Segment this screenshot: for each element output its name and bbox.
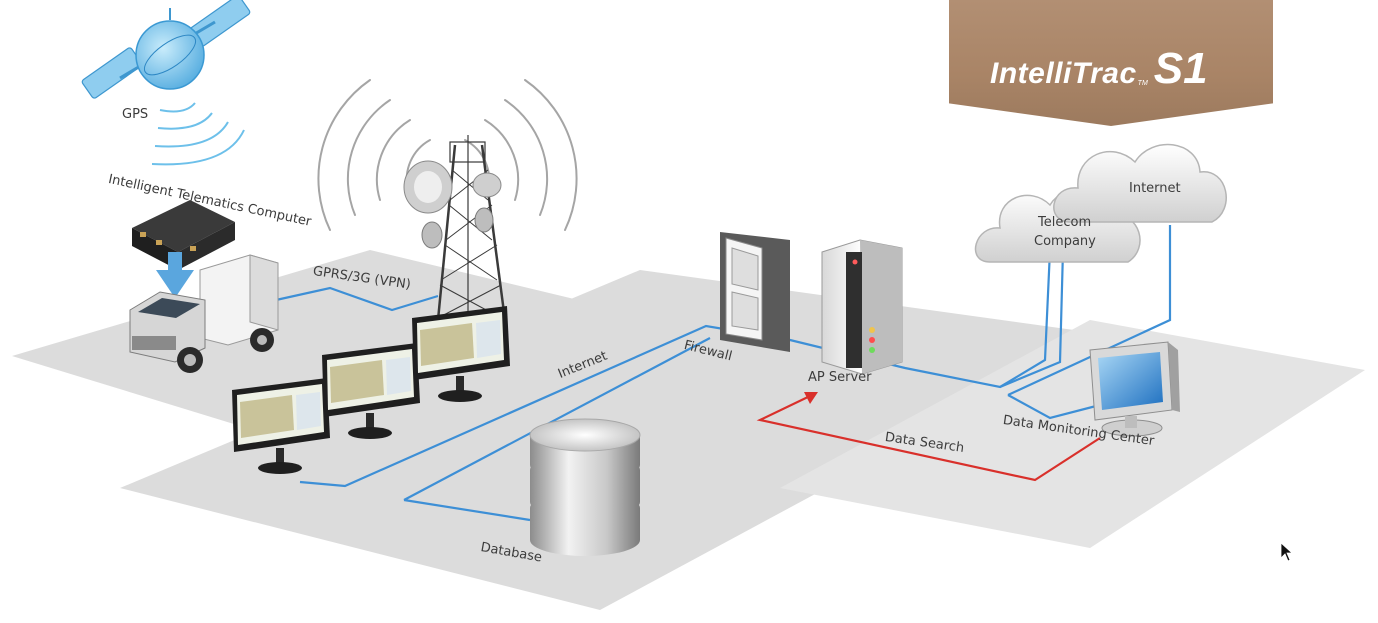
gps-label: GPS [122, 107, 149, 122]
brand-trademark: TM [1137, 80, 1148, 87]
brand-model: S1 [1153, 44, 1208, 93]
telecom-line2-label: Company [1034, 234, 1096, 249]
install-arrow-icon [156, 252, 194, 298]
data-search-path [756, 392, 1101, 482]
client-monitor-icon [232, 378, 330, 474]
telematics-device-icon [132, 200, 235, 270]
tower-dish-icon [403, 160, 502, 249]
client-monitor-icon [412, 306, 510, 402]
mouse-cursor-icon [1280, 542, 1294, 562]
firewall-icon [720, 232, 790, 352]
internet-cloud [1053, 143, 1227, 223]
monitoring-computer-icon [1089, 341, 1180, 437]
internet-cloud-label: Internet [1129, 181, 1181, 196]
truck-icon [129, 254, 279, 373]
floor-right [780, 320, 1365, 548]
telecom-line1-label: Telecom [1038, 215, 1092, 230]
database-icon [529, 418, 641, 556]
gps-signal-icon [151, 102, 245, 166]
brand-banner [949, 0, 1273, 126]
brand-name: IntelliTrac [990, 57, 1137, 90]
data-search-arrowhead [804, 392, 818, 404]
tower-signal-waves [317, 79, 578, 231]
ap-server-icon [821, 239, 903, 375]
ap-server-label: AP Server [808, 370, 872, 385]
gps-satellite-icon [81, 0, 251, 99]
client-monitor-icon [322, 343, 420, 439]
client-monitors [232, 306, 510, 474]
brand-logo: IntelliTracTM S1 [990, 44, 1208, 94]
